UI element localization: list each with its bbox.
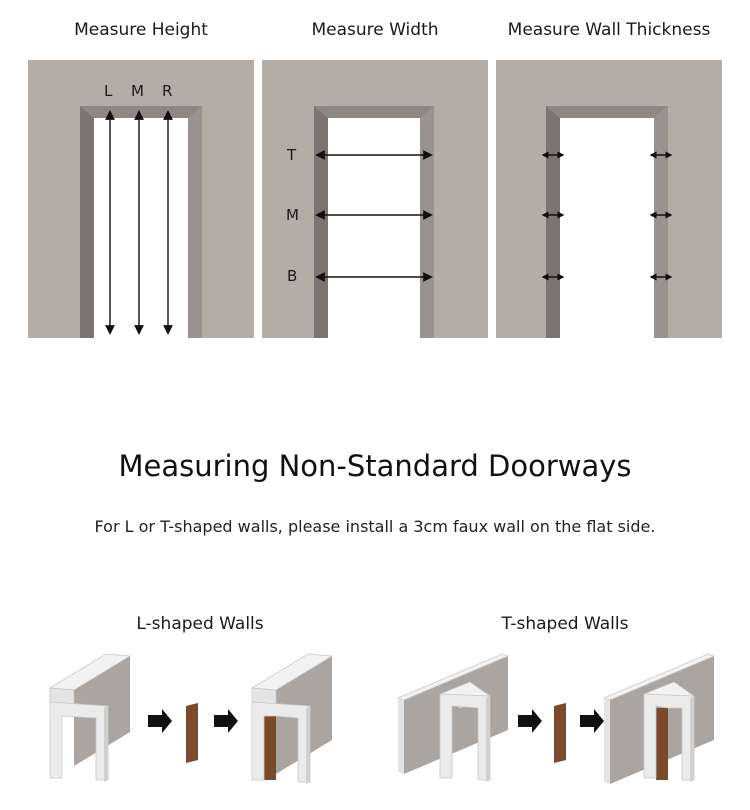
wall-end-long (604, 698, 610, 784)
width-label-t: T (287, 146, 297, 164)
l-shaped-wall-before (48, 653, 132, 782)
height-label-m: M (131, 82, 144, 100)
right-arrow-1 (148, 709, 172, 733)
frame-side (690, 696, 694, 782)
wall-front-face (49, 687, 75, 705)
panel-measure-wall-thickness (496, 60, 722, 338)
l-shaped-wall-after (250, 653, 334, 784)
caption-l-shaped-walls: L-shaped Walls (136, 614, 264, 634)
head-jamb (314, 106, 434, 118)
width-label-b: B (287, 267, 298, 285)
right-arrow-4 (580, 709, 604, 733)
panel-measure-width (262, 60, 488, 338)
caption-measure-width: Measure Width (311, 20, 439, 40)
caption-measure-wall-thickness: Measure Wall Thickness (507, 20, 711, 40)
frame-side (486, 696, 490, 782)
wall-panel-long (404, 656, 508, 774)
height-label-r: R (162, 82, 173, 100)
section-title: Measuring Non-Standard Doorways (118, 449, 632, 483)
faux-wall-installed (656, 708, 668, 780)
right-jamb (420, 106, 434, 338)
frame-side (306, 706, 310, 784)
section-note: For L or T-shaped walls, please install … (94, 517, 656, 536)
right-jamb (654, 106, 668, 338)
left-jamb (80, 106, 94, 338)
t-shaped-wall-before (396, 653, 510, 782)
faux-wall-installed (264, 716, 276, 780)
door-opening (94, 118, 188, 338)
faux-wall-piece (186, 703, 198, 763)
wall-top-long (396, 653, 510, 701)
frame-side (104, 706, 108, 782)
faux-wall-piece (554, 703, 566, 763)
head-jamb (80, 106, 202, 118)
door-opening (328, 118, 420, 338)
left-jamb (314, 106, 328, 338)
wall-top-long (602, 653, 716, 701)
caption-measure-height: Measure Height (74, 20, 208, 40)
wall-front-face (251, 687, 277, 705)
door-opening (560, 118, 654, 338)
width-label-m: M (286, 206, 299, 224)
height-label-l: L (104, 82, 113, 100)
wall-end-long (398, 698, 404, 774)
right-arrow-2 (214, 709, 238, 733)
caption-t-shaped-walls: T-shaped Walls (501, 614, 629, 634)
head-jamb (546, 106, 668, 118)
right-arrow-3 (518, 709, 542, 733)
right-jamb (188, 106, 202, 338)
left-jamb (546, 106, 560, 338)
t-shaped-wall-after (602, 653, 716, 784)
panel-measure-height (28, 60, 254, 338)
